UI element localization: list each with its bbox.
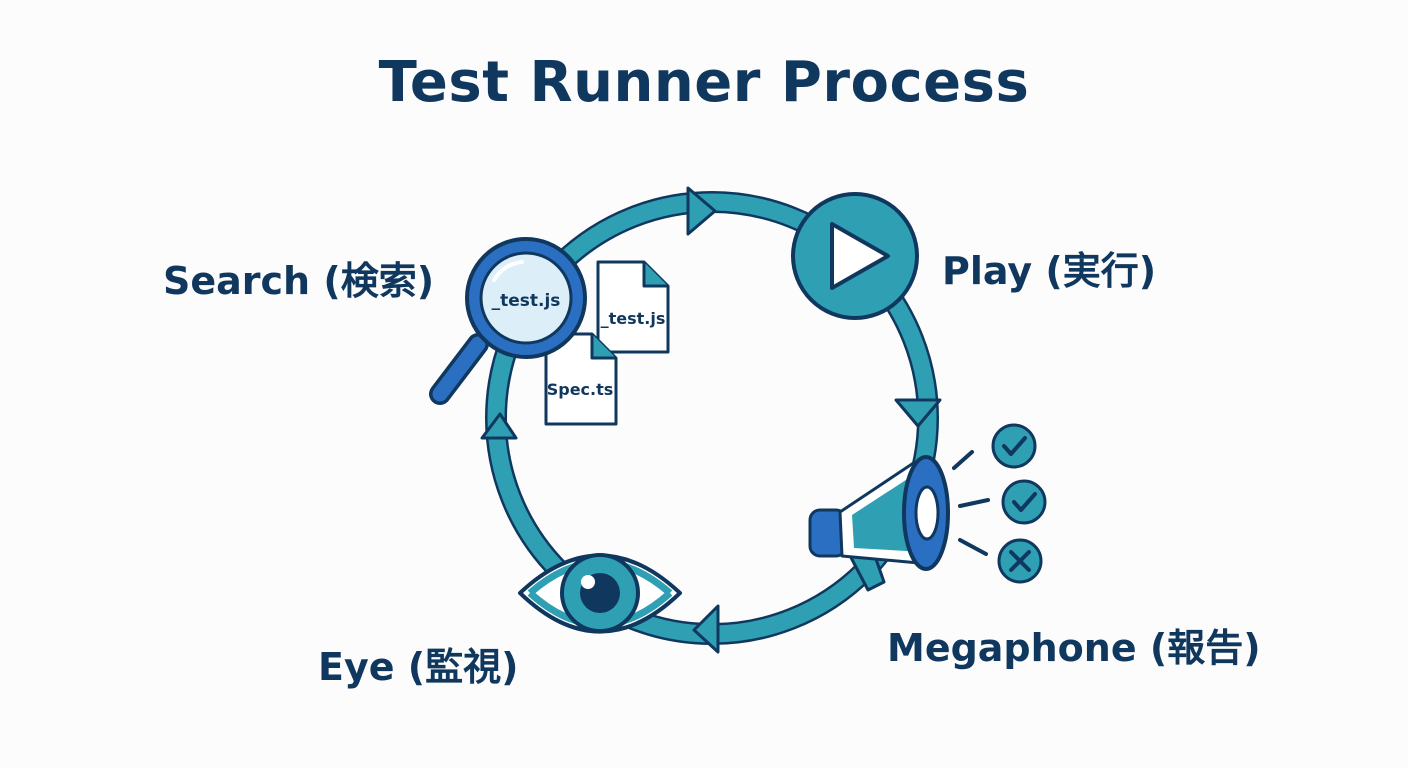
- arrow-right-icon: [894, 398, 942, 428]
- arrow-left-icon: [480, 412, 518, 440]
- doc-bottom-filename: Spec.ts: [547, 380, 614, 399]
- document-icon-right: _test.js: [596, 260, 670, 354]
- cross-icon: [997, 538, 1043, 584]
- play-icon: [791, 192, 919, 320]
- document-icon-bottom: Spec.ts: [544, 332, 618, 426]
- megaphone-icon: [808, 450, 990, 592]
- check-icon: [991, 423, 1037, 469]
- magnifier-icon: _test.js: [429, 237, 587, 405]
- lens-filename: _test.js: [492, 291, 561, 311]
- step-label-eye: Eye (監視): [318, 645, 519, 689]
- doc-right-filename: _test.js: [601, 309, 666, 328]
- check-icon: [1001, 479, 1047, 525]
- arrow-bottom-icon: [692, 604, 720, 654]
- step-label-search: Search (検索): [163, 259, 435, 303]
- arrow-top-icon: [686, 186, 717, 236]
- step-label-play: Play (実行): [942, 249, 1157, 293]
- step-label-megaphone: Megaphone (報告): [887, 626, 1261, 670]
- eye-icon: [518, 553, 682, 634]
- page-title: Test Runner Process: [378, 50, 1030, 115]
